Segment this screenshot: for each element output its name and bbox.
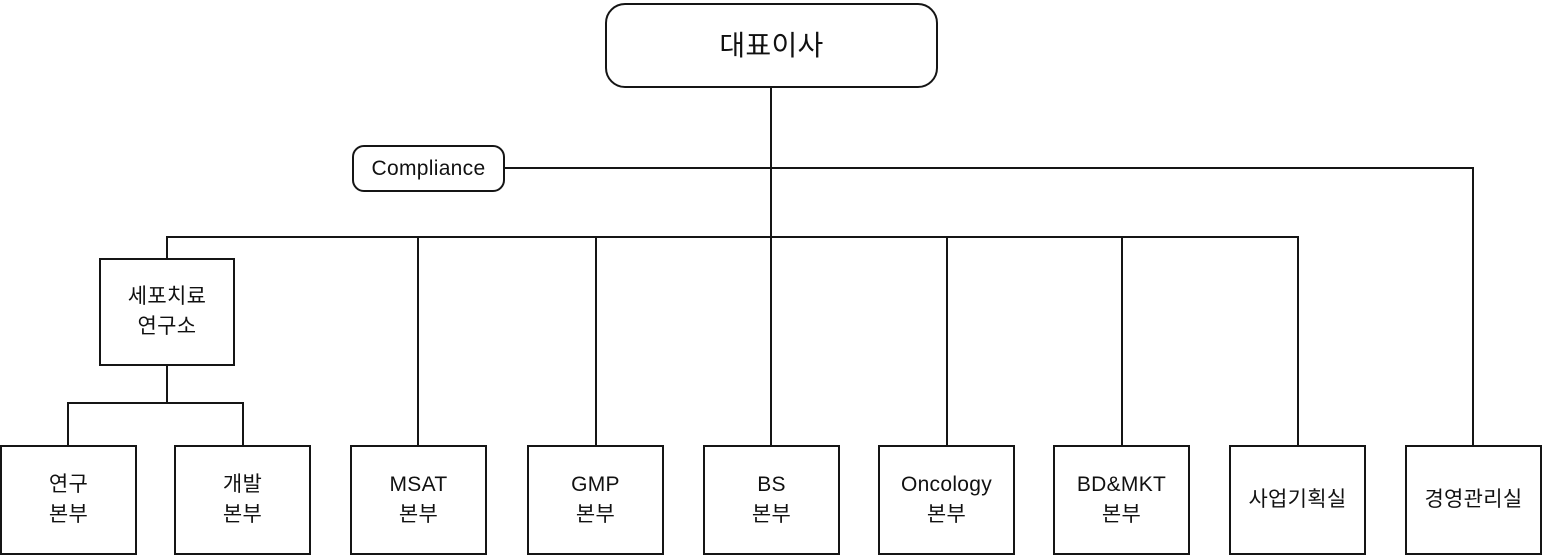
node-management-office: 경영관리실: [1405, 445, 1542, 555]
node-oncology-division: Oncology 본부: [878, 445, 1015, 555]
connector-drop-gmp: [595, 236, 597, 445]
connector-compliance-horizontal: [505, 167, 1474, 169]
node-bs-division: BS 본부: [703, 445, 840, 555]
node-compliance: Compliance: [352, 145, 505, 192]
connector-drop-oncology: [946, 236, 948, 445]
node-gmp-division: GMP 본부: [527, 445, 664, 555]
node-business-planning-office: 사업기획실: [1229, 445, 1366, 555]
node-bdmkt-division: BD&MKT 본부: [1053, 445, 1190, 555]
connector-drop-biz-planning: [1297, 236, 1299, 445]
node-msat-division: MSAT 본부: [350, 445, 487, 555]
node-ceo: 대표이사: [605, 3, 938, 88]
node-development-division: 개발 본부: [174, 445, 311, 555]
connector-drop-cell-therapy: [166, 236, 168, 260]
connector-sub-branch: [67, 402, 244, 404]
connector-drop-msat: [417, 236, 419, 445]
node-cell-therapy-institute: 세포치료 연구소: [99, 258, 235, 366]
node-research-division: 연구 본부: [0, 445, 137, 555]
connector-cell-therapy-down: [166, 366, 168, 403]
connector-ceo-vertical: [770, 88, 772, 445]
connector-management-vertical: [1472, 167, 1474, 445]
connector-drop-bdmkt: [1121, 236, 1123, 445]
connector-main-branch: [166, 236, 1299, 238]
connector-drop-research: [67, 402, 69, 445]
connector-drop-development: [242, 402, 244, 445]
